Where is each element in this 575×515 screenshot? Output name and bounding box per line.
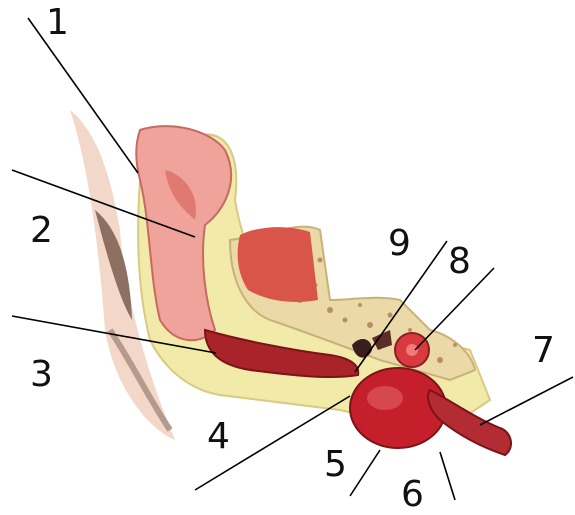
muscle-tissue [238,227,318,302]
label-2: 2 [30,213,53,249]
label-7: 7 [532,333,555,369]
label-6: 6 [401,477,424,513]
label-5: 5 [324,447,347,483]
leader-line-5 [350,450,380,496]
leader-line-7 [480,377,573,425]
label-9: 9 [388,226,411,262]
label-8: 8 [448,244,471,280]
label-3: 3 [30,357,53,393]
label-4: 4 [207,419,230,455]
leader-line-6 [440,452,455,500]
label-1: 1 [46,5,69,41]
